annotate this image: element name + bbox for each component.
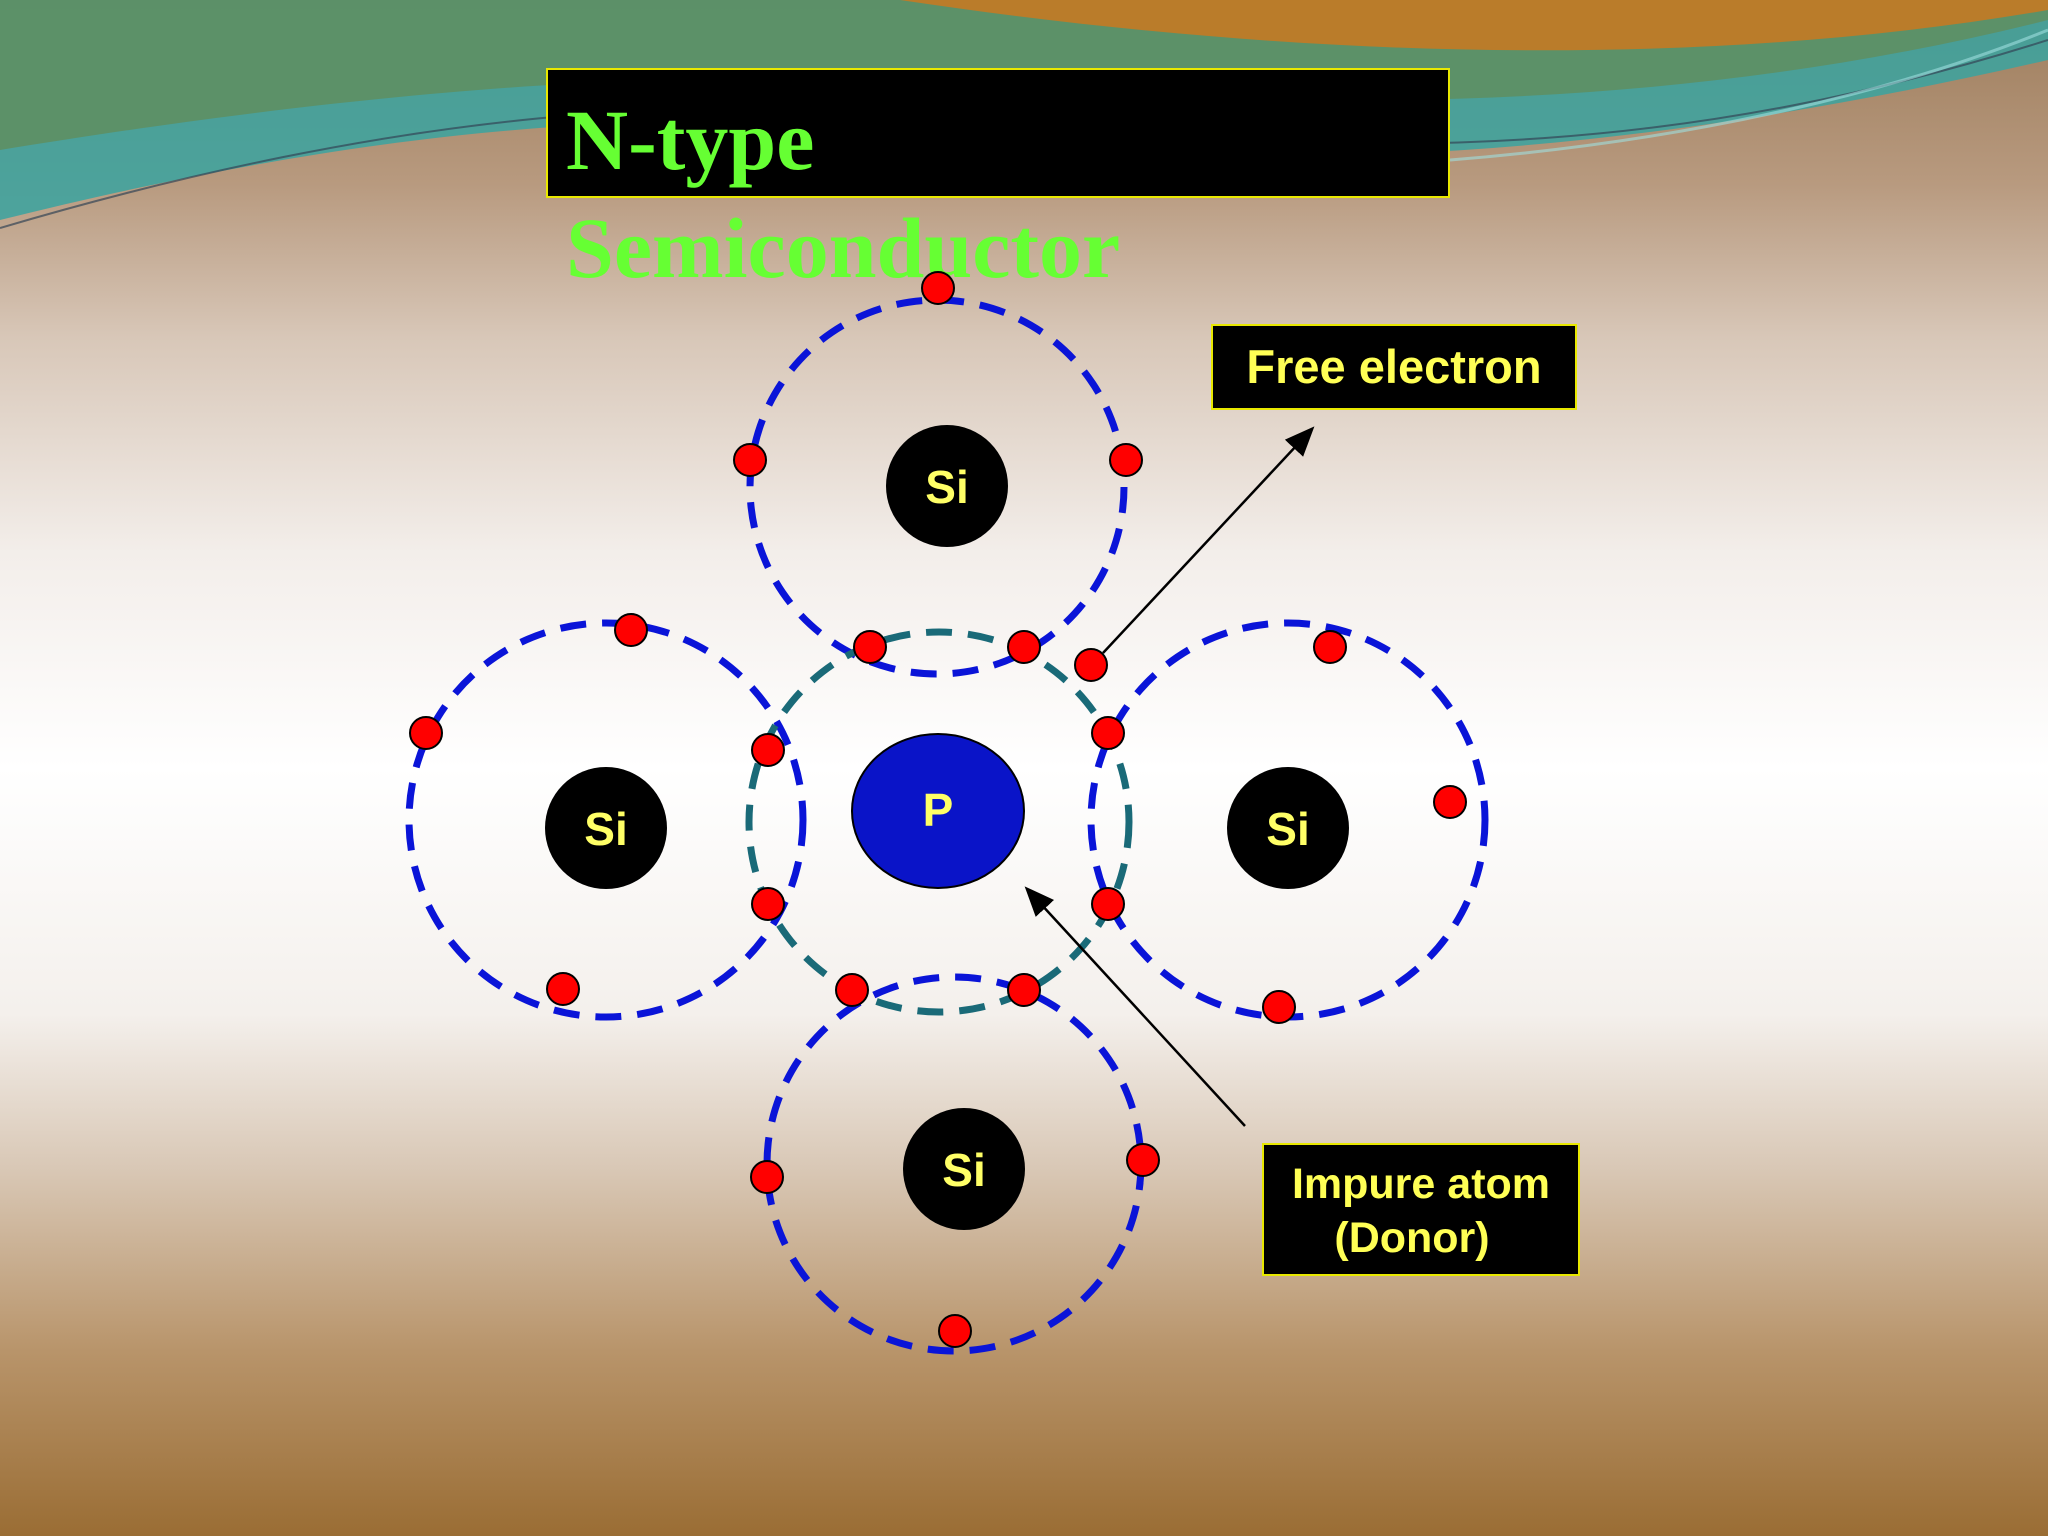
electron xyxy=(1433,785,1467,819)
nucleus-si-bottom xyxy=(903,1108,1025,1230)
nucleus-si-left xyxy=(545,767,667,889)
nucleus-p-center xyxy=(851,733,1025,889)
title-line-1: N-type xyxy=(566,92,815,188)
electron xyxy=(751,887,785,921)
title-line-2: Semiconductor xyxy=(566,200,1121,296)
orbit-p-center xyxy=(745,628,1133,1016)
title-box xyxy=(546,68,1450,198)
arrow-impure-atom xyxy=(1024,886,1246,1127)
electron xyxy=(1313,630,1347,664)
electron xyxy=(1091,887,1125,921)
electron xyxy=(921,271,955,305)
electron-free xyxy=(1074,648,1108,682)
electron xyxy=(751,733,785,767)
atom-label-si-left: Si xyxy=(584,803,627,855)
wave-line-light xyxy=(1449,28,2048,162)
impure-atom-line-2: (Donor) xyxy=(1334,1214,1490,1262)
electron xyxy=(409,716,443,750)
arrow-free-electron xyxy=(1102,426,1315,654)
page-title: N-type Semiconductor xyxy=(566,86,1266,302)
electron xyxy=(1262,990,1296,1024)
electron xyxy=(1091,716,1125,750)
wave-orange xyxy=(900,0,2048,51)
electron xyxy=(733,443,767,477)
impure-atom-label: Impure atom (Donor) xyxy=(1262,1143,1580,1276)
electron xyxy=(1007,973,1041,1007)
orbit-si-left xyxy=(405,619,807,1021)
atom-label-si-top: Si xyxy=(925,461,968,513)
electron xyxy=(750,1160,784,1194)
impure-atom-line-1: Impure atom xyxy=(1291,1160,1551,1208)
electron xyxy=(614,613,648,647)
electron xyxy=(853,630,887,664)
atom-label-si-bottom: Si xyxy=(942,1144,985,1196)
electron xyxy=(938,1314,972,1348)
nucleus-si-top xyxy=(886,425,1008,547)
electron xyxy=(1126,1143,1160,1177)
orbit-si-top xyxy=(746,296,1128,678)
electron xyxy=(1109,443,1143,477)
electrons xyxy=(409,271,1467,1348)
electron xyxy=(1007,630,1041,664)
nucleus-si-right xyxy=(1227,767,1349,889)
atom-label-si-right: Si xyxy=(1266,803,1309,855)
electron xyxy=(546,972,580,1006)
electron xyxy=(835,973,869,1007)
atom-label-p: P xyxy=(923,784,954,836)
free-electron-label: Free electron xyxy=(1211,324,1577,410)
